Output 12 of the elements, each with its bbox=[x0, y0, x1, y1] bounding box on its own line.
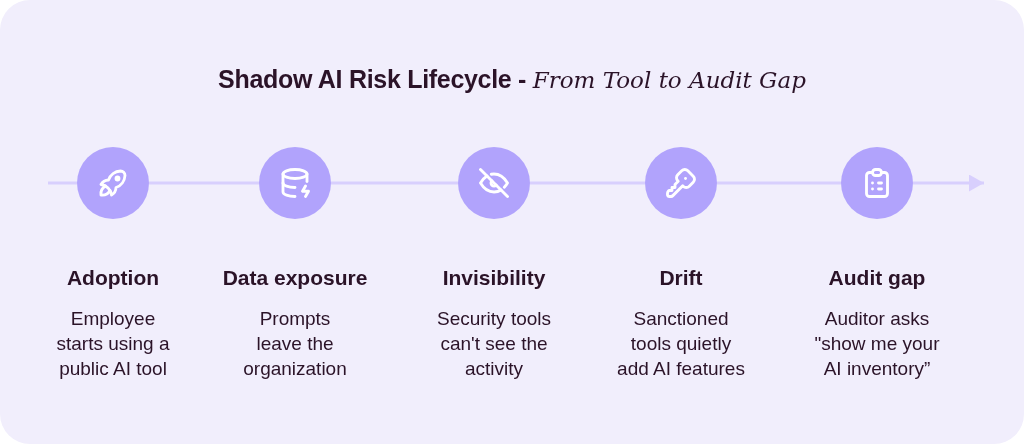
arrow bbox=[913, 174, 984, 192]
step-description: Prompts leave the organization bbox=[242, 307, 348, 381]
step-description: Auditor asks "show me your AI inventory” bbox=[813, 307, 941, 381]
step-description: Employee starts using a public AI tool bbox=[55, 307, 171, 381]
step-heading: Drift bbox=[659, 265, 703, 291]
step-description: Sanctioned tools quietly add AI features bbox=[616, 307, 746, 381]
diagram-title: Shadow AI Risk Lifecycle - From Tool to Audit Gap bbox=[218, 64, 806, 95]
step-description: Security tools can't see the activity bbox=[435, 307, 552, 381]
step-heading: Invisibility bbox=[442, 265, 546, 291]
step-heading: Adoption bbox=[66, 265, 160, 291]
step-heading: Audit gap bbox=[828, 265, 926, 291]
step-heading: Data exposure bbox=[222, 265, 368, 291]
